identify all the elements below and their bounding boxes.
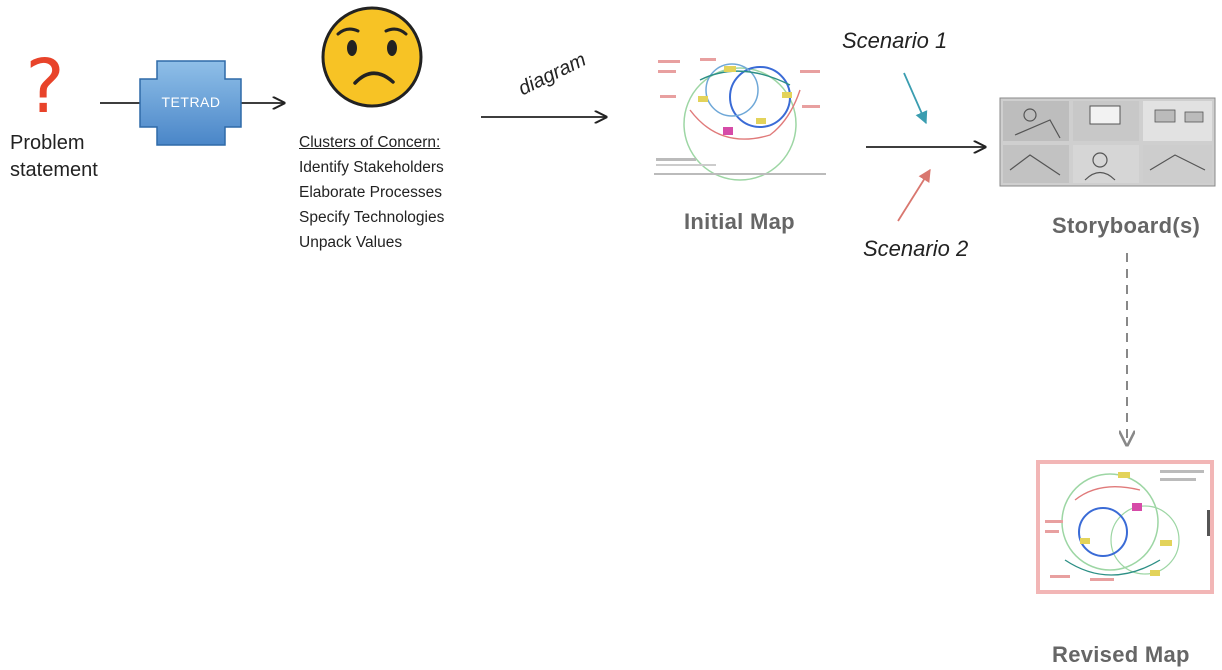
initial-map-caption: Initial Map	[684, 209, 795, 234]
arrow-scenario2	[897, 168, 931, 222]
problem-label-line2: statement	[10, 159, 98, 181]
storyboard-caption: Storyboard(s)	[1052, 213, 1201, 238]
question-mark-icon: ?	[25, 44, 65, 130]
initial-map-thumbnail	[654, 52, 826, 181]
cluster-item: Identify Stakeholders	[299, 159, 444, 176]
tetrad-label: TETRAD	[161, 94, 221, 110]
worried-face-icon	[321, 6, 423, 108]
storyboard-thumbnail	[999, 97, 1216, 187]
problem-label-line1: Problem	[10, 132, 85, 154]
clusters-heading: Clusters of Concern:	[299, 134, 441, 151]
revised-map-thumbnail	[1036, 460, 1214, 594]
arrow-scenario1	[903, 72, 928, 125]
clusters-of-concern: Clusters of Concern: Identify Stakeholde…	[299, 130, 444, 255]
cluster-item: Unpack Values	[299, 234, 403, 251]
cluster-item: Specify Technologies	[299, 209, 445, 226]
scenario-1-label: Scenario 1	[842, 28, 948, 53]
scenario-2-label: Scenario 2	[863, 236, 969, 261]
revised-map-caption: Revised Map	[1052, 642, 1190, 667]
problem-statement-label: Problem statement	[10, 130, 120, 184]
cluster-item: Elaborate Processes	[299, 184, 443, 201]
tetrad-shape	[139, 60, 242, 146]
